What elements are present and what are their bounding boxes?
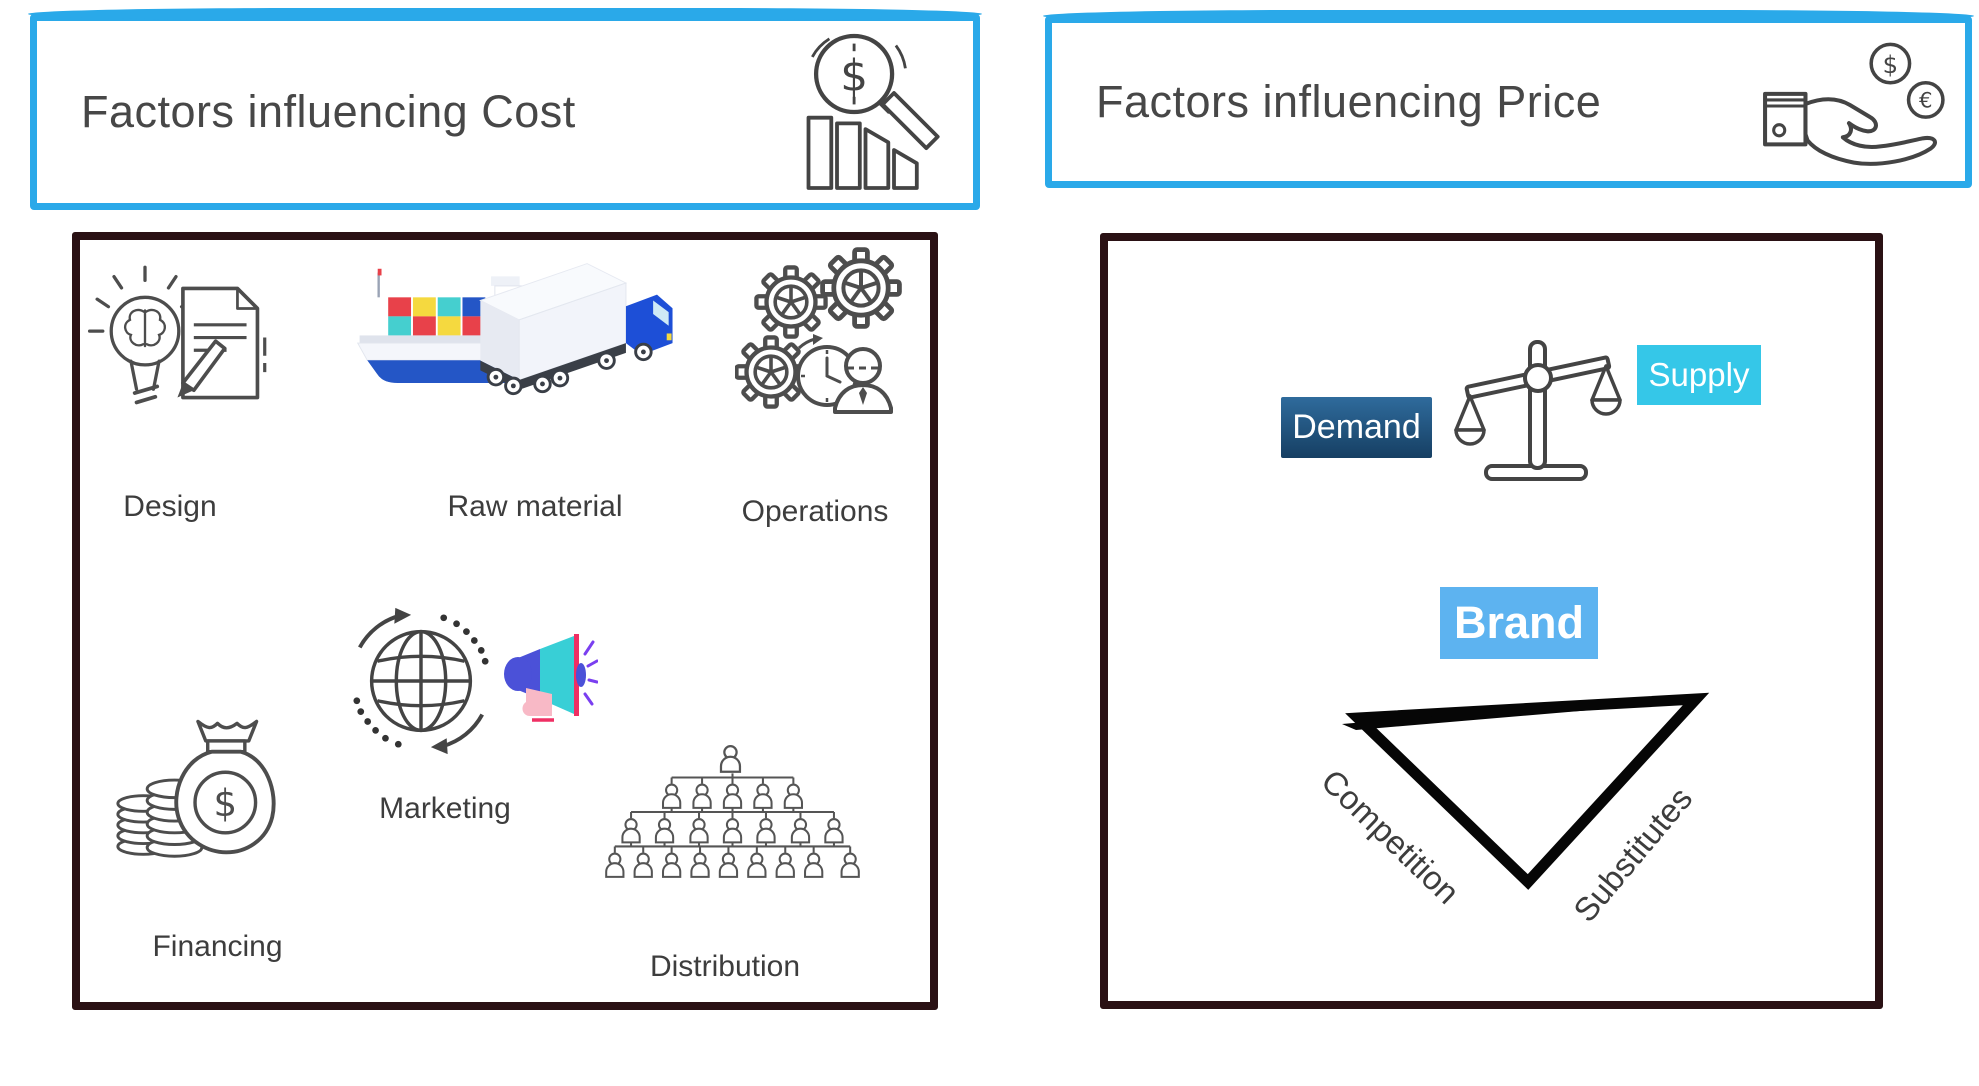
cargo-ship-icon xyxy=(356,268,544,384)
price-panel: Demand Supply Brand Competition Substitu… xyxy=(1100,233,1883,1009)
price-header: Factors influencing Price $ € xyxy=(1043,10,1974,188)
cost-header: Factors influencing Cost $ xyxy=(28,8,982,210)
dollar-glyph: $ xyxy=(840,50,868,101)
dollar-coin-glyph: $ xyxy=(1883,50,1898,79)
cost-factor-financing: Financing xyxy=(152,930,283,963)
idea-bulb-brain-icon xyxy=(87,265,203,405)
brand-box: Brand xyxy=(1440,587,1598,659)
demand-label: Demand xyxy=(1292,408,1421,446)
cost-panel: Design xyxy=(72,232,938,1010)
truck-icon xyxy=(479,263,673,396)
cost-factor-operations: Operations xyxy=(741,495,889,528)
supply-box: Supply xyxy=(1637,345,1761,405)
operations-gears-icon xyxy=(735,242,910,414)
cost-factor-design: Design xyxy=(123,490,217,523)
cost-factor-marketing: Marketing xyxy=(379,792,511,825)
org-chart-icon xyxy=(605,745,860,878)
price-hand-coins-icon: $ € xyxy=(1763,42,1945,166)
euro-coin-glyph: € xyxy=(1919,88,1933,113)
price-header-title: Factors influencing Price xyxy=(1096,76,1602,127)
cost-analysis-magnifier-icon: $ xyxy=(806,33,940,190)
supply-label: Supply xyxy=(1648,356,1750,393)
cost-factor-distribution: Distribution xyxy=(649,950,801,983)
price-triangle xyxy=(1342,692,1710,890)
balance-scale-icon xyxy=(1454,340,1622,481)
brand-label: Brand xyxy=(1453,597,1584,648)
demand-box: Demand xyxy=(1281,397,1432,458)
globe-arrows-icon xyxy=(353,607,489,755)
document-pen-icon xyxy=(177,286,267,400)
cost-factor-raw-material: Raw material xyxy=(447,490,623,523)
megaphone-icon xyxy=(504,634,598,722)
money-bag-coins-icon: $ xyxy=(116,719,276,858)
cost-header-title: Factors influencing Cost xyxy=(81,86,576,137)
dollar-bag-glyph: $ xyxy=(213,782,237,825)
